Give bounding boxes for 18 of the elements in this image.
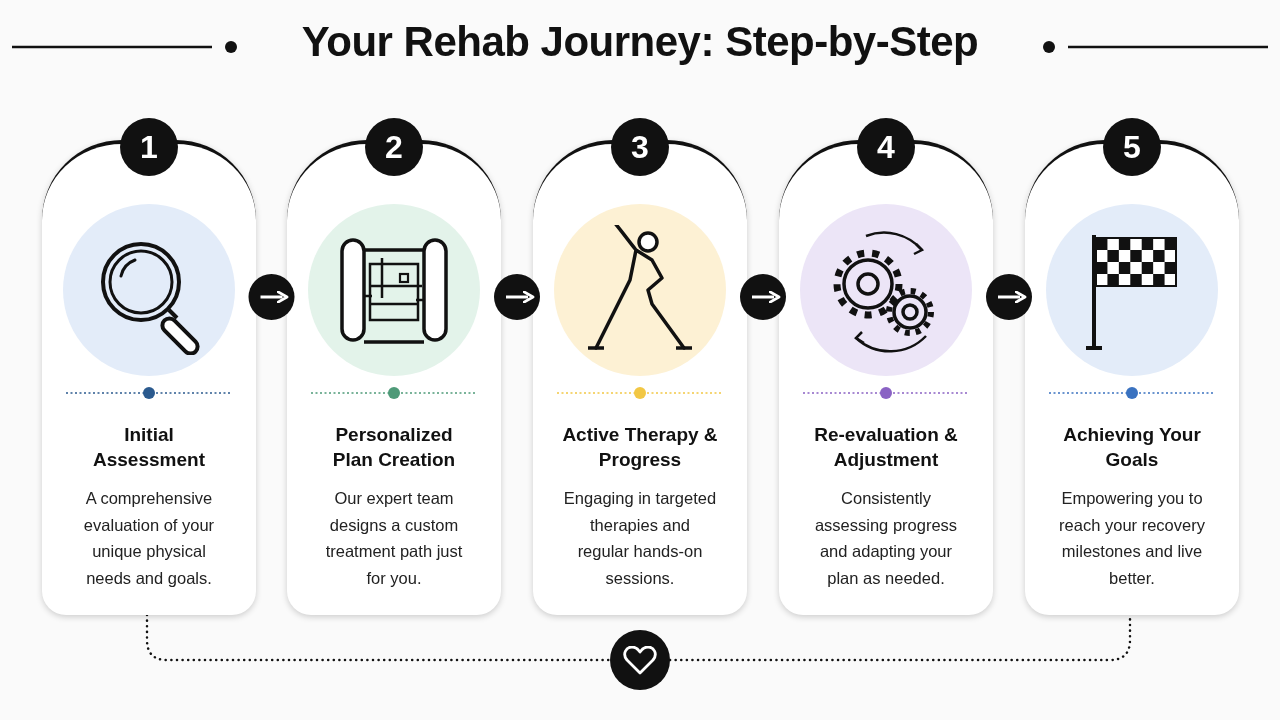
heart-circle [610, 630, 670, 690]
step-description: Our expert team designs a custom treatment path just for you. [324, 488, 464, 589]
step-number-badge: 2 [365, 118, 423, 176]
step-description: Engaging in targeted therapies and regular hands-on sessions. [563, 488, 717, 589]
step-description: A comprehensive evaluation of your unique physical needs and goals. [82, 488, 216, 589]
step-description: Empowering you to reach your recovery milestones and live better. [1058, 488, 1206, 589]
step-heading: Active Therapy & Progress [561, 423, 719, 472]
step-number-badge: 3 [611, 118, 669, 176]
step-heading: Personalized Plan Creation [331, 423, 457, 472]
step-number-badge: 4 [857, 118, 915, 176]
step-description: Consistently assessing progress and adapting your plan as needed. [813, 488, 959, 589]
step-heading: Re-evaluation & Adjustment [813, 423, 959, 472]
step-number-badge: 5 [1103, 118, 1161, 176]
step-heading: Achieving Your Goals [1062, 423, 1202, 472]
title: Your Rehab Journey: Step-by-Step [300, 18, 980, 66]
step-heading: Initial Assessment [92, 423, 206, 472]
dotted-connector [145, 613, 612, 662]
step-number-badge: 1 [120, 118, 178, 176]
